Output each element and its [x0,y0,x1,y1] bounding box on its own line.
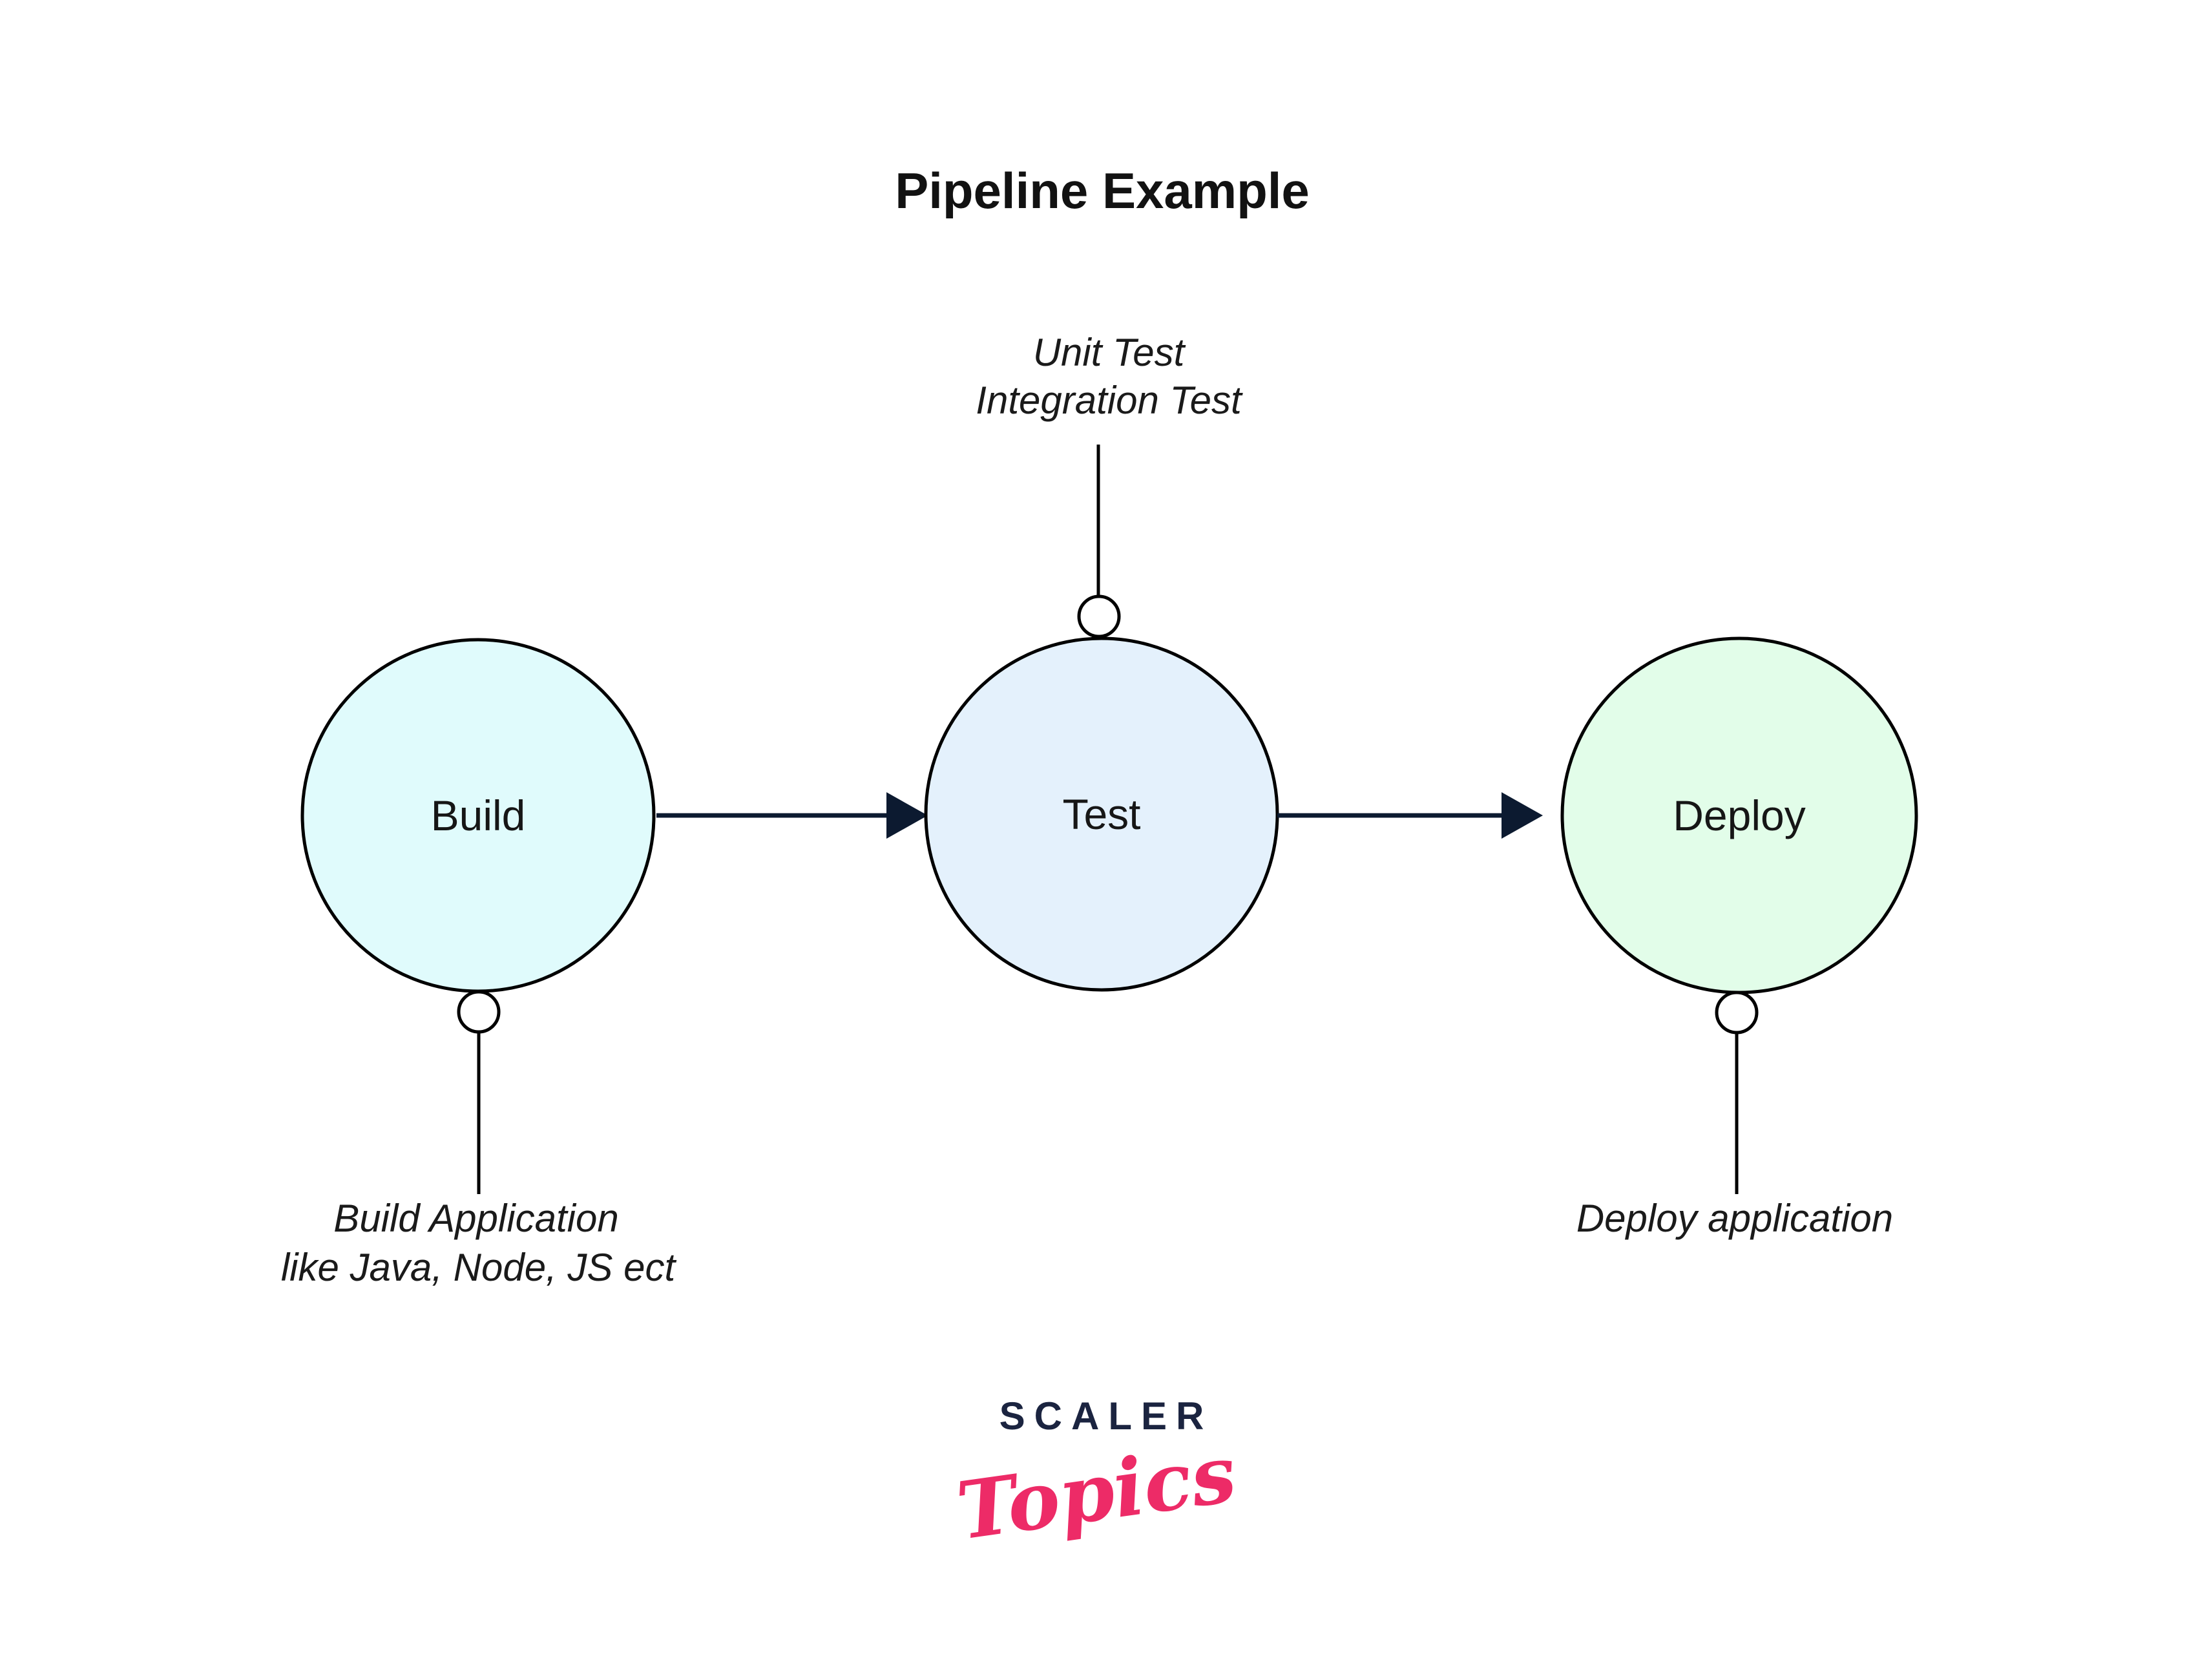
arrow-test-to-deploy-head [1502,792,1543,839]
test-annotation-line-2: Integration Test [976,379,1243,422]
build-annotation-line-2: like Java, Node, JS ect [281,1246,677,1289]
build-node-label: Build [431,792,526,839]
test-annotation-line-1: Unit Test [1033,331,1186,374]
test-node-label: Test [1062,790,1140,838]
test-top-port-circle [1077,594,1121,638]
build-bottom-port-circle [457,990,501,1034]
deploy-node-label: Deploy [1673,792,1805,839]
arrow-build-to-test-head [886,792,928,839]
deploy-annotation-line-1: Deploy application [1576,1197,1893,1240]
scaler-topics-logo: SCALER Topics [952,1394,1242,1558]
deploy-bottom-port-circle [1715,991,1759,1034]
diagram-title: Pipeline Example [895,162,1310,219]
build-annotation-line-1: Build Application [333,1197,618,1240]
logo-sub-text: Topics [952,1427,1242,1558]
logo-brand-text: SCALER [1000,1394,1213,1438]
